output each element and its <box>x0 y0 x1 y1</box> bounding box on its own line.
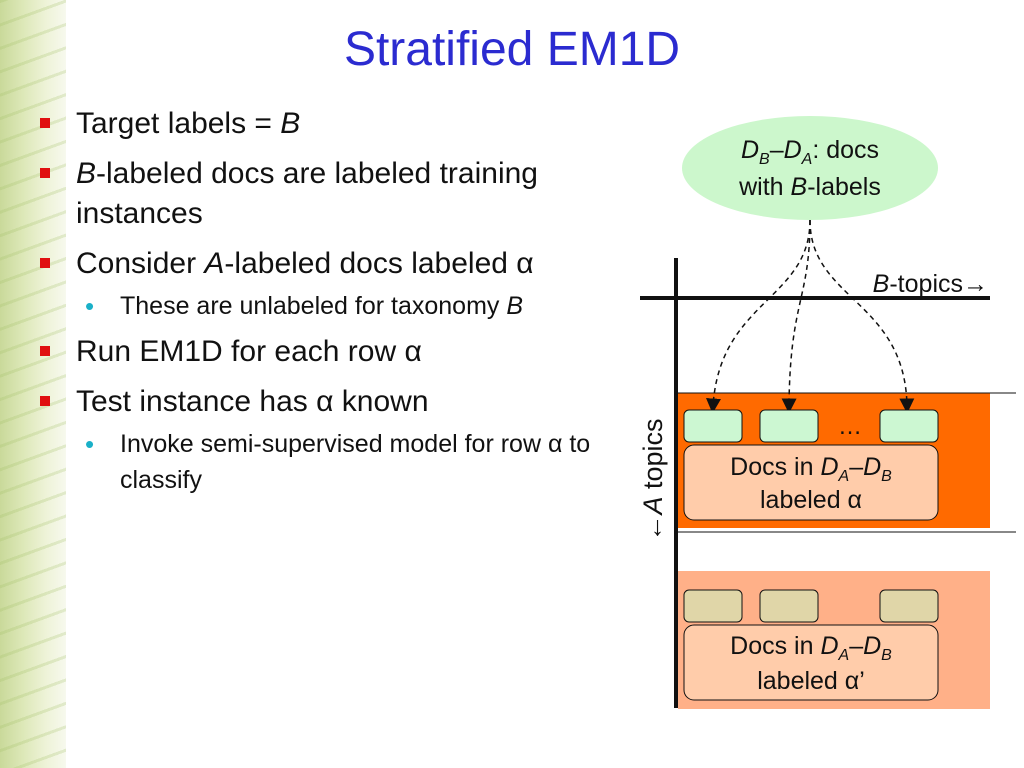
bubble-line2: with B-labels <box>738 173 881 201</box>
bullet-list: Target labels = B B-labeled docs are lab… <box>40 104 600 506</box>
decorative-leaf-strip <box>0 0 66 768</box>
bullet-b-labeled-docs: B-labeled docs are labeled training inst… <box>40 154 600 234</box>
docs-box-alpha-line1: Docs in DA–DB <box>730 453 892 485</box>
unlabeled-doc-box <box>683 589 743 623</box>
slide-title: Stratified EM1D <box>343 23 681 76</box>
bubble-docs-with-b-labels <box>682 116 938 220</box>
connector-arrow-right <box>809 219 915 414</box>
docs-box-alpha-prime-line2: labeled α’ <box>757 667 865 695</box>
bullet-consider-a-labeled: Consider A-labeled docs labeled α <box>40 244 600 284</box>
bullet-target-labels: Target labels = B <box>40 104 600 144</box>
subbullet-invoke-model: Invoke semi-supervised model for row α t… <box>40 426 600 498</box>
docs-box-alpha-line2: labeled α <box>760 486 862 514</box>
a-topics-label: ←A topics <box>638 418 668 541</box>
docs-box-alpha-prime-line1: Docs in DA–DB <box>730 632 892 664</box>
unlabeled-doc-box <box>879 589 939 623</box>
bubble-line1: DB–DA: docs <box>741 136 879 168</box>
labeled-doc-box <box>879 409 939 443</box>
labeled-doc-box <box>683 409 743 443</box>
docs-box-alpha-prime <box>683 624 939 701</box>
bullet-run-em1d: Run EM1D for each row α <box>40 332 600 372</box>
connector-arrow-middle <box>781 219 811 414</box>
connector-arrow-left <box>706 219 811 414</box>
bullet-test-instance: Test instance has α known <box>40 382 600 422</box>
b-topics-label: B-topics→ <box>873 270 988 298</box>
labeled-doc-box <box>759 409 819 443</box>
subbullet-unlabeled-for-taxonomy: These are unlabeled for taxonomy B <box>40 288 600 324</box>
unlabeled-doc-box <box>759 589 819 623</box>
ellipsis: … <box>838 413 862 440</box>
docs-box-alpha <box>683 444 939 521</box>
